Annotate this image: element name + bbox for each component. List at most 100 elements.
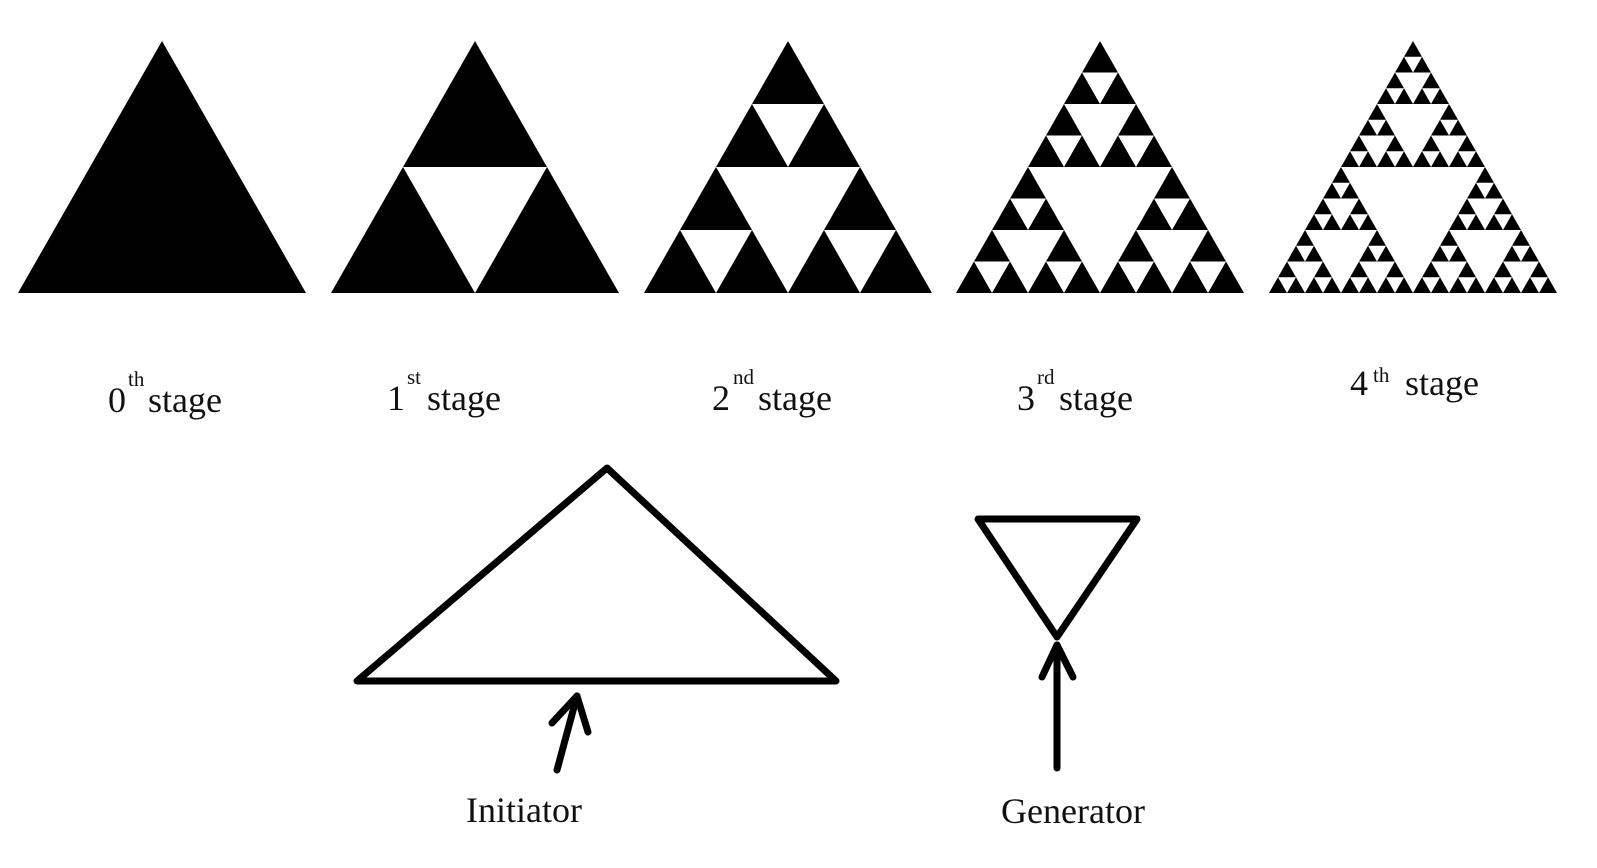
filled-subtriangle <box>1485 182 1503 199</box>
filled-subtriangle <box>1359 119 1377 136</box>
filled-subtriangle <box>475 167 619 293</box>
filled-subtriangle <box>1467 182 1485 199</box>
filled-subtriangle <box>1386 135 1404 152</box>
filled-subtriangle <box>1064 135 1100 167</box>
filled-subtriangle <box>1028 261 1064 293</box>
filled-subtriangle <box>1431 88 1449 104</box>
filled-subtriangle <box>1136 198 1172 230</box>
stage-1-number: 1 <box>387 378 405 418</box>
stage-3-label: 3 rd stage <box>1017 365 1133 418</box>
filled-subtriangle <box>1494 261 1512 278</box>
filled-subtriangle <box>1440 230 1458 246</box>
filled-subtriangle <box>1136 261 1172 293</box>
filled-subtriangle <box>1413 151 1431 167</box>
filled-subtriangle <box>1323 277 1341 293</box>
filled-subtriangle <box>1350 198 1368 215</box>
filled-subtriangle <box>331 167 475 293</box>
filled-subtriangle <box>1172 198 1208 230</box>
filled-subtriangle <box>1064 261 1100 293</box>
filled-subtriangle <box>1449 277 1467 293</box>
filled-subtriangle <box>1539 277 1557 293</box>
stage-3-triangle <box>956 41 1244 293</box>
filled-subtriangle <box>1350 135 1368 152</box>
filled-subtriangle <box>1323 182 1341 199</box>
filled-subtriangle <box>1458 135 1476 152</box>
filled-subtriangle <box>1404 41 1422 57</box>
filled-subtriangle <box>716 230 788 293</box>
filled-subtriangle <box>1136 135 1172 167</box>
filled-subtriangle <box>1341 182 1359 199</box>
filled-subtriangle <box>1368 104 1386 120</box>
filled-subtriangle <box>403 41 547 167</box>
generator-arrow-icon <box>1038 641 1077 772</box>
filled-subtriangle <box>956 261 992 293</box>
filled-subtriangle <box>1467 151 1485 167</box>
stage-0-number: 0 <box>108 380 126 420</box>
filled-subtriangle <box>1458 261 1476 278</box>
filled-subtriangle <box>1494 198 1512 215</box>
stage-0-suffix: th <box>128 367 145 391</box>
filled-subtriangle <box>1485 277 1503 293</box>
stage-0-word: stage <box>148 380 222 420</box>
filled-subtriangle <box>1305 277 1323 293</box>
filled-subtriangle <box>680 167 752 230</box>
stage-4-number: 4 <box>1350 363 1368 403</box>
filled-subtriangle <box>1154 167 1190 199</box>
filled-subtriangle <box>1377 119 1395 136</box>
filled-subtriangle <box>1368 230 1386 246</box>
filled-subtriangle <box>1530 261 1548 278</box>
filled-subtriangle <box>1413 56 1431 73</box>
initiator-triangle <box>353 464 840 685</box>
filled-subtriangle <box>1512 230 1530 246</box>
filled-subtriangle <box>1467 214 1485 230</box>
filled-subtriangle <box>644 230 716 293</box>
filled-subtriangle <box>1287 277 1305 293</box>
filled-subtriangle <box>18 41 306 293</box>
filled-subtriangle <box>1278 261 1296 278</box>
initiator-arrow-icon <box>548 692 592 774</box>
filled-subtriangle <box>1332 167 1350 183</box>
filled-subtriangle <box>752 41 824 104</box>
filled-subtriangle <box>1422 135 1440 152</box>
filled-subtriangle <box>1386 72 1404 89</box>
filled-subtriangle <box>1323 214 1341 230</box>
filled-subtriangle <box>1485 214 1503 230</box>
filled-subtriangle <box>1449 245 1467 262</box>
stage-2-number: 2 <box>712 378 730 418</box>
generator-label: Generator <box>1001 791 1145 831</box>
filled-subtriangle <box>788 104 860 167</box>
filled-subtriangle <box>974 230 1010 262</box>
filled-subtriangle <box>1431 277 1449 293</box>
stage-4-triangle <box>1269 41 1557 293</box>
filled-subtriangle <box>1046 230 1082 262</box>
filled-subtriangle <box>1350 261 1368 278</box>
filled-subtriangle <box>1377 245 1395 262</box>
stage-4-suffix: th <box>1373 363 1390 387</box>
stage-4-word: stage <box>1405 363 1479 403</box>
filled-subtriangle <box>1028 198 1064 230</box>
filled-subtriangle <box>1377 151 1395 167</box>
filled-subtriangle <box>1082 41 1118 73</box>
filled-subtriangle <box>1503 214 1521 230</box>
stage-4-label: 4 th stage <box>1350 363 1479 403</box>
stage-2-label: 2 nd stage <box>712 365 832 418</box>
filled-subtriangle <box>1413 88 1431 104</box>
filled-subtriangle <box>1413 277 1431 293</box>
stage-2-triangle <box>644 41 932 293</box>
filled-subtriangle <box>1269 277 1287 293</box>
filled-subtriangle <box>1359 151 1377 167</box>
filled-subtriangle <box>1341 151 1359 167</box>
filled-subtriangle <box>1521 245 1539 262</box>
filled-subtriangle <box>1190 230 1226 262</box>
filled-subtriangle <box>1010 167 1046 199</box>
stage-1-label: 1 st stage <box>387 365 501 418</box>
filled-subtriangle <box>1118 104 1154 136</box>
filled-subtriangle <box>1028 135 1064 167</box>
stage-3-number: 3 <box>1017 378 1035 418</box>
filled-subtriangle <box>1395 151 1413 167</box>
filled-subtriangle <box>1422 261 1440 278</box>
filled-subtriangle <box>1341 214 1359 230</box>
filled-subtriangle <box>1476 167 1494 183</box>
filled-subtriangle <box>1100 72 1136 104</box>
